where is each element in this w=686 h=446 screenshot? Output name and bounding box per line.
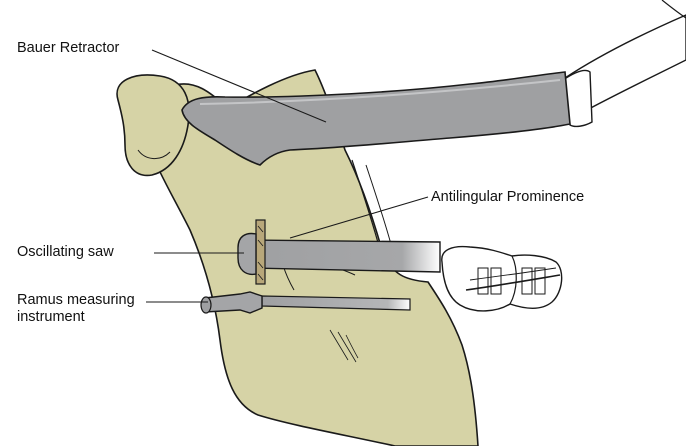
label-ramus-line-2: instrument — [17, 309, 135, 326]
saw-head — [238, 234, 256, 275]
label-antilingular-prominence: Antilingular Prominence — [431, 189, 584, 206]
oscillating-saw-shaft — [250, 240, 440, 272]
label-ramus-line-1: Ramus measuring — [17, 292, 135, 309]
teeth-splint — [442, 247, 562, 311]
label-bauer-retractor: Bauer Retractor — [17, 40, 119, 57]
label-ramus-measuring-instrument: Ramus measuring instrument — [17, 292, 135, 326]
label-oscillating-saw: Oscillating saw — [17, 244, 114, 261]
